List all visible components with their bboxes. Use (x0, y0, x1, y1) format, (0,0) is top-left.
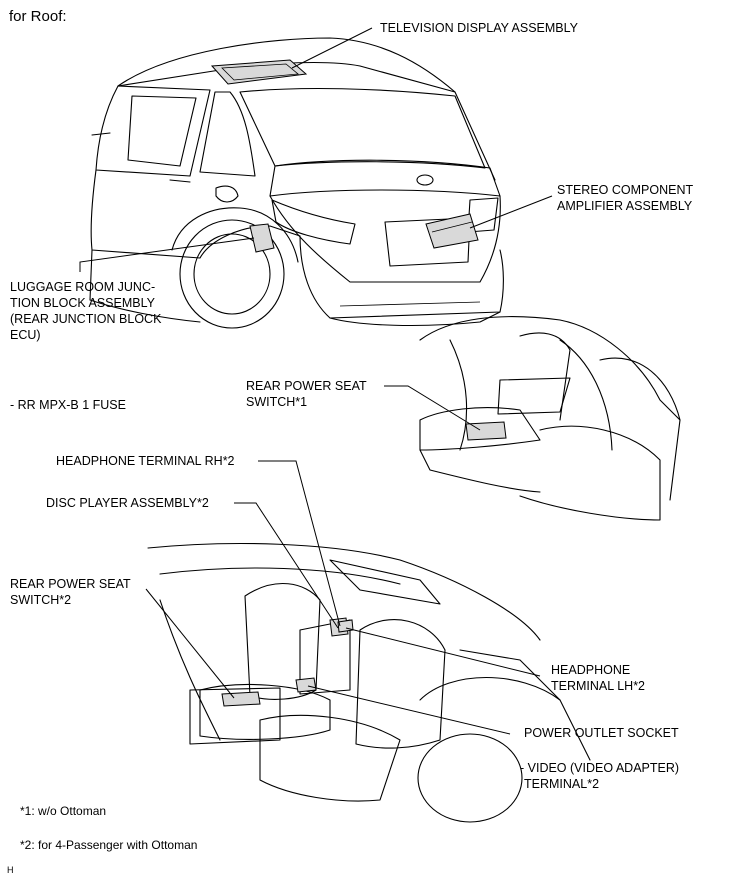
rear-seat-switch-1-part (465, 421, 507, 441)
headphone-lh-part (337, 619, 354, 633)
label-luggage-line4: ECU) (10, 328, 41, 342)
label-stereo-amp-line1: STEREO COMPONENT (557, 183, 694, 197)
power-outlet-part (295, 677, 317, 693)
label-headphone-rh: HEADPHONE TERMINAL RH*2 (56, 454, 235, 468)
rear-seat-drawing-small (419, 316, 681, 521)
label-video-line1: - VIDEO (VIDEO ADAPTER) (520, 761, 680, 775)
label-power-outlet: POWER OUTLET SOCKET (524, 726, 679, 740)
label-rear-seat-sw2-line2: SWITCH*2 (10, 593, 72, 607)
label-luggage-line1: LUGGAGE ROOM JUNC- (10, 280, 156, 294)
label-video-line2: TERMINAL*2 (524, 777, 600, 791)
label-stereo-amp-line2: AMPLIFIER ASSEMBLY (557, 199, 693, 213)
interior-drawing (147, 542, 591, 823)
page-heading: for Roof: (9, 8, 67, 25)
car-exterior-drawing (89, 37, 504, 329)
stereo-amplifier-part (425, 213, 479, 249)
leader-rear-seat-sw1 (384, 385, 481, 431)
label-rr-fuse: - RR MPX-B 1 FUSE (10, 398, 126, 412)
tv-display-part (210, 59, 308, 85)
label-rear-seat-sw2-line1: REAR POWER SEAT (10, 577, 131, 591)
leader-stereo-amp (469, 195, 553, 229)
corner-mark: H (7, 865, 14, 875)
leader-tv-display (291, 27, 373, 69)
label-headphone-lh-line2: TERMINAL LH*2 (551, 679, 646, 693)
label-luggage-line3: (REAR JUNCTION BLOCK (10, 312, 162, 326)
leader-power-outlet (307, 685, 511, 735)
leader-lines (79, 27, 553, 735)
leader-headphone-rh (258, 460, 341, 627)
footnote-1: *1: w/o Ottoman (20, 804, 107, 818)
label-headphone-lh-line1: HEADPHONE (551, 663, 631, 677)
junction-block-part (249, 223, 275, 253)
label-rear-seat-sw1-line2: SWITCH*1 (246, 395, 308, 409)
leader-rear-seat-sw2 (145, 588, 235, 699)
label-tv-display: TELEVISION DISPLAY ASSEMBLY (380, 21, 578, 35)
label-disc-player: DISC PLAYER ASSEMBLY*2 (46, 496, 209, 510)
leader-disc-player (234, 502, 339, 629)
rear-seat-switch-2-part (221, 691, 261, 707)
label-luggage-line2: TION BLOCK ASSEMBLY (10, 296, 155, 310)
leader-headphone-lh (345, 627, 541, 677)
label-rear-seat-sw1-line1: REAR POWER SEAT (246, 379, 367, 393)
leader-junction-block (79, 237, 255, 272)
footnote-2: *2: for 4-Passenger with Ottoman (20, 838, 198, 852)
